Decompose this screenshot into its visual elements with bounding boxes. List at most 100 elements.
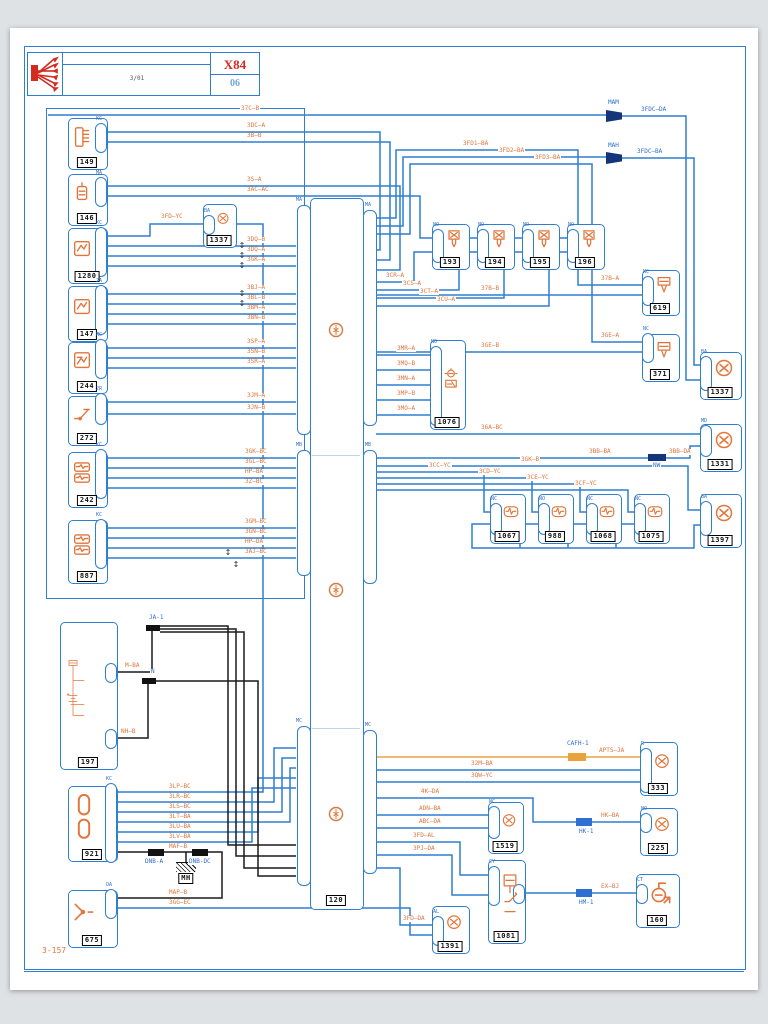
wire-label: 3S–A [246,176,263,183]
component-242-label: 242 [76,495,98,506]
ecu-120-box [310,198,364,910]
ring-connector-icon [215,207,231,231]
component-194-connector-flap [477,229,489,263]
wire-label: 3BB–DA [668,448,692,455]
wire-label: DNB-A [144,858,165,865]
wire-label: JA-1 [148,614,165,621]
sheet-number: 06 [230,78,240,89]
wire-label: HP–DA [244,538,265,545]
wire [376,471,490,513]
wire [376,163,642,343]
component-193-connector-code: NO [433,222,440,228]
wire-label: 3Z–BC [244,478,265,485]
component-988-label: 988 [544,531,566,542]
wire-label: 3SP–A [246,338,267,345]
wire-label: EX–BJ [600,883,621,890]
wire-label: 3BM–A [246,304,267,311]
component-619-connector-code: NC [643,269,650,275]
component-921-connector-code: KC [106,776,113,782]
wire-label: 3CS–A [402,280,423,287]
wire [376,251,432,283]
wire-label: APTS–JA [598,747,626,754]
component-921-label: 921 [81,849,103,860]
battery-fuse-icon [63,625,89,753]
wire-label: 3CD–YC [478,468,502,475]
component-1397-connector-flap [700,501,712,536]
throttle-motor-icon [442,343,460,413]
component-196-connector-flap [567,229,579,263]
wire-label: 3CF–YC [574,480,598,487]
component-146-label: 146 [76,213,98,224]
wire-continuation-mark: ↕ [239,289,246,298]
wire-label: 3FD–YC [160,213,184,220]
component-371-connector-code: NC [643,326,650,332]
sensor-icon [71,289,93,325]
splice-nw [648,454,666,461]
wire-label: MAM [607,99,620,106]
wire-label: 3FDC–DA [640,106,668,113]
heater-icon [598,497,616,527]
component-146-connector-code: MA [96,170,103,176]
component-1075-connector-code: NC [635,496,642,502]
ecu-right-flap-MC [363,730,377,874]
wire-label: 4K–DA [420,788,441,795]
ecu-label: 120 [325,895,347,906]
wire [116,851,223,899]
wire [622,157,700,366]
component-1331-connector-flap [700,425,712,457]
component-1081-connector-flap [488,866,500,906]
component-193-label: 193 [439,257,461,268]
component-244-connector-flap [95,339,107,379]
wire [106,141,391,261]
component-675-connector-flap [105,889,117,919]
wire-label: 3BB–BA [588,448,612,455]
component-147-connector-code: 2A [96,278,103,284]
starter-icon [648,877,674,911]
ecu-section-divider [312,455,360,456]
component-988-connector-flap [538,503,550,535]
heater-icon [550,497,568,527]
ecu-connector-code: MA [296,197,303,203]
header-title-text: 3/01 [129,75,145,82]
component-147-connector-flap [95,285,107,335]
wire-label: 37B–B [480,285,501,292]
header-title-cell: 3/01 [62,52,212,96]
wire-label: 3LT–BA [168,813,192,820]
ring-connector-icon [712,427,736,455]
wire-continuation-mark: ↕ [239,241,246,250]
wire-label: 3MN–A [396,375,417,382]
wire-label: HM-1 [578,899,595,906]
heater-icon [502,497,520,527]
component-988-connector-code: NO [539,496,546,502]
ecu-connector-code: MB [296,442,303,448]
wire-label: HP–BA [244,468,265,475]
wire-label: N [150,668,156,675]
wire-label: 3JN–B [246,404,267,411]
component-1391-label: 1391 [437,941,463,952]
header-ref-cell: X84 06 [210,52,260,96]
component-160-label: 160 [646,915,668,926]
injector-icon [579,227,599,253]
header-logo-cell [27,52,64,96]
component-197-connector-flap [105,663,117,683]
component-272-connector-code: 2R [96,386,103,392]
o2-sensor-icon [71,523,93,567]
component-1337-label: 1337 [206,235,232,246]
wire-label: 3BN–B [246,314,267,321]
component-1075-label: 1075 [638,531,664,542]
component-1519-connector-code: NC [489,799,496,805]
wire-label: 3BL–B [246,294,267,301]
ecu-left-flap-MC [297,726,311,886]
page-number: 3-157 [42,946,67,955]
ecu-internal-symbol-icon [328,322,344,338]
wire-label: 3LR–BC [168,793,192,800]
wire-label: 3FDC–BA [636,148,664,155]
wire-label: NH–B [120,728,137,735]
ring-connector-icon [444,909,464,937]
wire-label: 3GK–BC [244,448,268,455]
sensor2-icon [71,345,93,377]
component-619-label: 619 [649,303,671,314]
component-225-label: 225 [647,843,669,854]
wire [376,867,432,926]
